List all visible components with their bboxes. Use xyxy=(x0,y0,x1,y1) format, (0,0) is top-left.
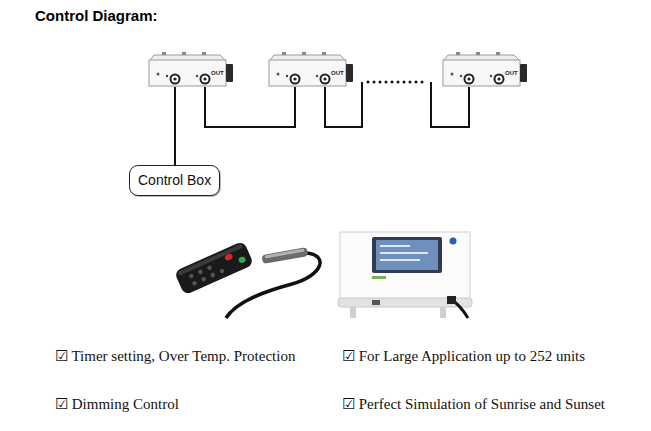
signal-port xyxy=(291,75,300,84)
fixture-led xyxy=(316,75,318,77)
light-fixture: OUT xyxy=(442,52,528,87)
probe-tip xyxy=(261,247,308,264)
fixture-drawing xyxy=(148,52,234,87)
feature-item: ☑ Timer setting, Over Temp. Protection xyxy=(55,347,295,365)
cable-plug xyxy=(447,296,456,304)
feature-slot: ☑ For Large Application up to 252 units xyxy=(342,347,585,365)
fixture-led xyxy=(460,75,462,77)
lcd-screen xyxy=(376,240,438,270)
fixture-screw xyxy=(456,52,460,55)
fixture-top xyxy=(444,55,519,60)
dotted-continuation xyxy=(368,81,425,84)
signal-port xyxy=(201,75,210,84)
fixture-drawing xyxy=(442,52,528,87)
cable-gland xyxy=(520,64,527,82)
remote-button xyxy=(201,276,207,282)
lcd-line xyxy=(380,259,420,261)
controller-leg xyxy=(350,307,356,318)
controller-unit xyxy=(338,232,472,318)
signal-port-pin xyxy=(323,77,326,80)
feature-slot: ☑ Perfect Simulation of Sunrise and Suns… xyxy=(342,395,605,413)
fixture-led xyxy=(490,75,492,77)
light-fixture: OUT xyxy=(148,52,234,87)
fixture-drawing xyxy=(268,52,354,87)
wire-segment xyxy=(174,87,176,165)
temperature-probe xyxy=(226,247,320,318)
remote-highlight xyxy=(178,244,244,276)
control-box: Control Box xyxy=(129,165,220,196)
remote-button xyxy=(188,273,194,279)
fixture-dot xyxy=(277,73,280,76)
controller-body xyxy=(340,232,470,300)
signal-port-pin xyxy=(467,77,470,80)
fixture-led xyxy=(286,75,288,77)
signal-port xyxy=(465,75,474,84)
remote-green-button xyxy=(238,256,247,264)
signal-port xyxy=(321,75,330,84)
fixture-screw xyxy=(302,52,306,55)
remote-button xyxy=(210,272,216,278)
signal-wire xyxy=(325,82,469,127)
fixture-led xyxy=(196,75,198,77)
probe-metal xyxy=(261,247,308,264)
remote-button xyxy=(207,265,213,271)
signal-port-pin xyxy=(293,77,296,80)
light-fixture: OUT xyxy=(268,52,354,87)
fixture-top xyxy=(270,55,345,60)
fixture-dot xyxy=(451,73,454,76)
signal-port-pin xyxy=(203,77,206,80)
remote-button xyxy=(219,268,225,274)
signal-wire xyxy=(175,87,176,165)
signal-port-pin xyxy=(173,77,176,80)
feature-item: ☑ For Large Application up to 252 units xyxy=(342,347,585,365)
port-label: OUT xyxy=(331,70,417,77)
feature-slot: ☑ Timer setting, Over Temp. Protection xyxy=(55,347,295,365)
remote-power-button xyxy=(224,253,234,262)
wire-segment xyxy=(205,87,295,127)
wire-segment xyxy=(325,82,362,127)
fixture-screw xyxy=(162,52,166,55)
remote-button xyxy=(197,269,203,275)
fixture-screw xyxy=(496,52,500,55)
lcd-line xyxy=(380,252,428,254)
fixture-screw xyxy=(282,52,286,55)
fixture-screw xyxy=(182,52,186,55)
signal-port xyxy=(171,75,180,84)
fixture-screw xyxy=(322,52,326,55)
brand-logo xyxy=(450,238,457,245)
signal-port-pin xyxy=(497,77,500,80)
signal-port xyxy=(495,75,504,84)
feature-slot: ☑ Dimming Control xyxy=(55,395,179,413)
probe-cable xyxy=(226,253,320,318)
diagram-title: Control Diagram: xyxy=(35,7,158,25)
remote-body xyxy=(174,241,254,296)
remote-button xyxy=(192,280,198,286)
probe-shine xyxy=(265,249,305,259)
feature-item: ☑ Dimming Control xyxy=(55,395,179,413)
wire-segment xyxy=(431,82,469,127)
fixture-led xyxy=(166,75,168,77)
signal-wire xyxy=(205,87,295,127)
cable-gland xyxy=(346,64,353,82)
title-slot: Control Diagram: xyxy=(35,7,158,25)
fixture-screw xyxy=(476,52,480,55)
cable-gland xyxy=(226,64,233,82)
fixture-top xyxy=(150,55,225,60)
fixture-dot xyxy=(157,73,160,76)
green-mark xyxy=(372,276,386,279)
controller-port xyxy=(372,300,380,305)
fixture-screw xyxy=(202,52,206,55)
lcd-line xyxy=(380,245,410,247)
box-label: Control Box xyxy=(138,172,211,189)
feature-item: ☑ Perfect Simulation of Sunrise and Suns… xyxy=(342,395,605,413)
port-label: OUT xyxy=(505,70,591,77)
controller-leg xyxy=(440,307,446,318)
screen-bezel xyxy=(372,237,442,273)
remote-control xyxy=(174,241,254,296)
